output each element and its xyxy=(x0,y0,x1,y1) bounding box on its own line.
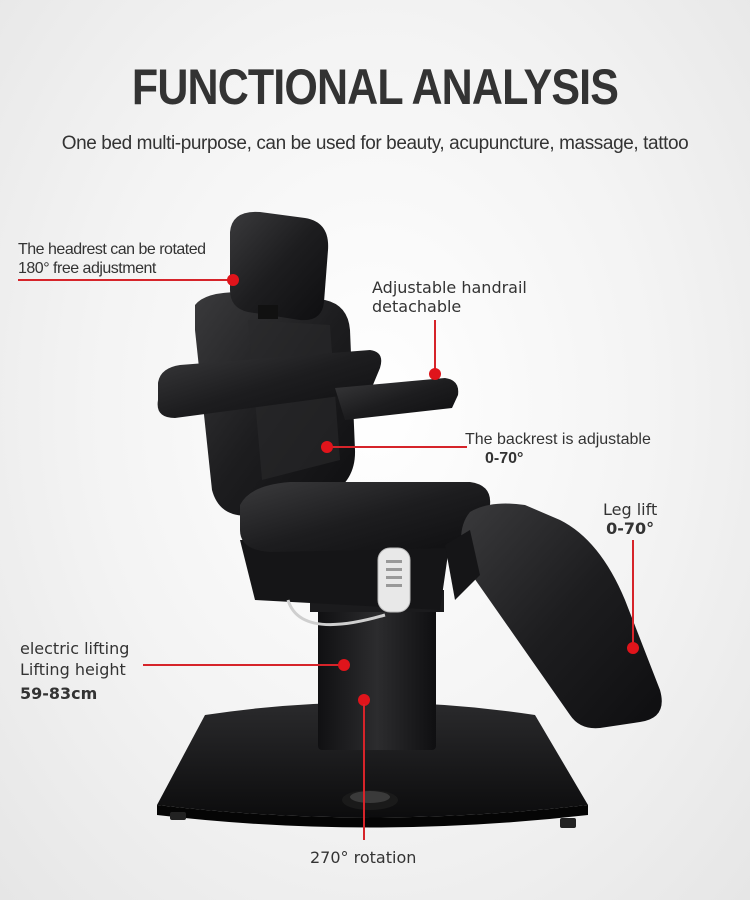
leg-line1: Leg lift xyxy=(603,500,658,519)
lifting-leader-line xyxy=(143,664,343,666)
handrail-line2: detachable xyxy=(372,297,462,316)
page-subtitle: One bed multi-purpose, can be used for b… xyxy=(61,133,689,154)
page-title: FUNCTIONAL ANALYSIS xyxy=(131,59,619,115)
leg-leader-line xyxy=(632,540,634,644)
right-foot xyxy=(560,818,576,828)
handrail-marker xyxy=(429,368,441,380)
headrest xyxy=(230,211,329,321)
rotation-leader-line xyxy=(363,704,365,840)
backrest-line2: 0-70° xyxy=(485,450,524,467)
backrest-marker xyxy=(321,441,333,453)
seat-cushion xyxy=(240,482,491,552)
callout-backrest: The backrest is adjustable 0-70° xyxy=(465,430,651,468)
callout-headrest: The headrest can be rotated 180° free ad… xyxy=(18,240,206,278)
leg-line2: 0-70° xyxy=(606,519,655,538)
lift-column xyxy=(318,600,436,750)
left-foot xyxy=(170,812,186,820)
leg-rest xyxy=(461,503,662,729)
handrail-leader-line xyxy=(434,320,436,374)
right-armrest xyxy=(335,378,459,420)
headrest-line1: The headrest can be rotated xyxy=(18,241,206,258)
callout-lifting: electric lifting Lifting height 59-83cm xyxy=(20,638,129,704)
headrest-leader-line xyxy=(18,279,230,281)
callout-rotation: 270° rotation xyxy=(310,848,417,867)
lifting-line2: Lifting height xyxy=(20,660,126,679)
base-plate xyxy=(157,702,588,818)
lifting-line1: electric lifting xyxy=(20,639,130,658)
callout-handrail: Adjustable handrail detachable xyxy=(372,278,527,316)
handrail-line1: Adjustable handrail xyxy=(372,278,527,297)
lifting-line3: 59-83cm xyxy=(20,684,98,703)
headrest-line2: 180° free adjustment xyxy=(18,260,156,277)
foot-pedal-icon xyxy=(342,790,398,810)
rotation-marker xyxy=(358,694,370,706)
remote-control-icon xyxy=(286,547,411,627)
leg-marker xyxy=(627,642,639,654)
callout-leg: Leg lift 0-70° xyxy=(603,500,657,538)
backrest-leader-line xyxy=(332,446,467,448)
backrest-line1: The backrest is adjustable xyxy=(465,431,651,448)
left-armrest xyxy=(157,350,382,418)
lifting-marker xyxy=(338,659,350,671)
headrest-marker xyxy=(227,274,239,286)
